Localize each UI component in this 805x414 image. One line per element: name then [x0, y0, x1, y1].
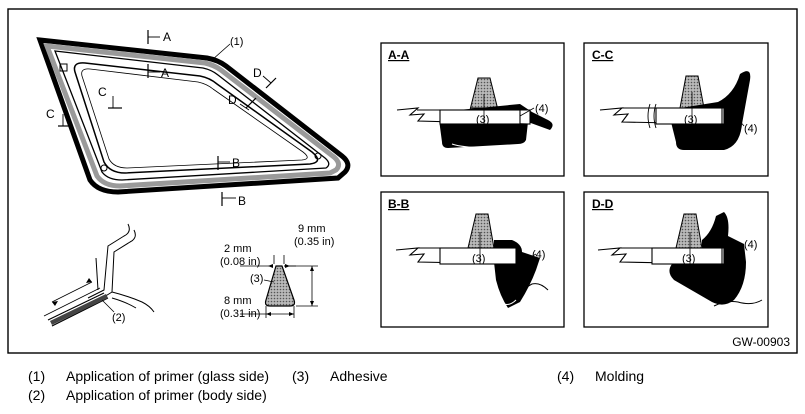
bead-top-in: (0.08 in)	[220, 256, 260, 268]
legend-text-4: Molding	[595, 368, 645, 384]
bead-shape	[264, 265, 296, 307]
section-marker-d-inner: D	[228, 93, 237, 107]
window-pin-lower-left	[100, 164, 108, 172]
bead-height-in: (0.35 in)	[294, 236, 334, 248]
legend-item-4: (4) Molding	[557, 368, 644, 385]
section-d-d-molding: (4)	[744, 239, 757, 251]
section-view-b-b: B-B (3) (4)	[380, 191, 565, 328]
legend-num-2: (2)	[28, 387, 46, 403]
section-title-c-c: C-C	[592, 48, 614, 62]
legend-num-1: (1)	[28, 368, 46, 384]
section-view-c-c: C-C (3) (4)	[583, 42, 769, 177]
figure-frame	[7, 8, 798, 354]
legend-text-2: Application of primer (body side)	[66, 387, 267, 403]
body-flange-detail: (2)	[43, 223, 155, 327]
section-b-b-adhesive: (3)	[472, 253, 485, 265]
legend-text-1: Application of primer (glass side)	[66, 368, 270, 384]
figure-code: GW-00903	[732, 335, 790, 349]
bead-base-mm: 8 mm	[224, 295, 252, 307]
legend-item-1: (1) Application of primer (glass side)	[28, 368, 269, 385]
bead-base-in: (0.31 in)	[220, 308, 260, 320]
bead-height-mm: 9 mm	[298, 223, 326, 235]
adhesive-bead-detail: 2 mm (0.08 in) 9 mm (0.35 in) 8 mm (0.31…	[220, 223, 334, 320]
window-primer-band	[43, 43, 342, 189]
section-a-a-adhesive: (3)	[476, 114, 489, 126]
section-c-c-adhesive: (3)	[684, 114, 697, 126]
bead-top-mm: 2 mm	[224, 243, 252, 255]
legend-num-3: (3)	[292, 368, 310, 384]
window-inner-opening	[73, 62, 319, 174]
section-title-b-b: B-B	[388, 197, 410, 211]
section-c-c-molding: (4)	[744, 123, 757, 135]
bead-part-label: (3)	[250, 273, 263, 285]
quarter-window-drawing: (1) A A C C D D B B	[36, 30, 351, 208]
window-pin-square	[59, 63, 68, 72]
legend-item-3: (3) Adhesive	[292, 368, 388, 385]
section-marker-a-inner: A	[161, 66, 169, 80]
section-marker-c-inner: C	[98, 85, 107, 99]
legend-num-4: (4)	[557, 368, 575, 384]
legend-text-3: Adhesive	[330, 368, 388, 384]
section-d-d-adhesive: (3)	[682, 253, 695, 265]
legend-item-2: (2) Application of primer (body side)	[28, 387, 267, 404]
section-marker-c-outer: C	[46, 107, 55, 121]
section-marker-d-outer: D	[253, 66, 262, 80]
window-pin-lower-right	[314, 152, 322, 160]
section-marker-a-outer: A	[163, 30, 171, 44]
callout-2: (2)	[112, 312, 125, 324]
section-marker-b-inner: B	[232, 156, 240, 170]
section-a-a-molding: (4)	[535, 103, 548, 115]
callout-1: (1)	[230, 36, 243, 48]
section-title-a-a: A-A	[388, 48, 410, 62]
window-body-outline	[36, 37, 351, 195]
window-glass-edge	[54, 50, 330, 181]
section-view-d-d: D-D (3) (4)	[583, 191, 769, 328]
section-b-b-molding: (4)	[532, 249, 545, 261]
section-title-d-d: D-D	[592, 197, 614, 211]
section-view-a-a: A-A (3) (4)	[380, 42, 565, 177]
section-marker-b-outer: B	[238, 194, 246, 208]
